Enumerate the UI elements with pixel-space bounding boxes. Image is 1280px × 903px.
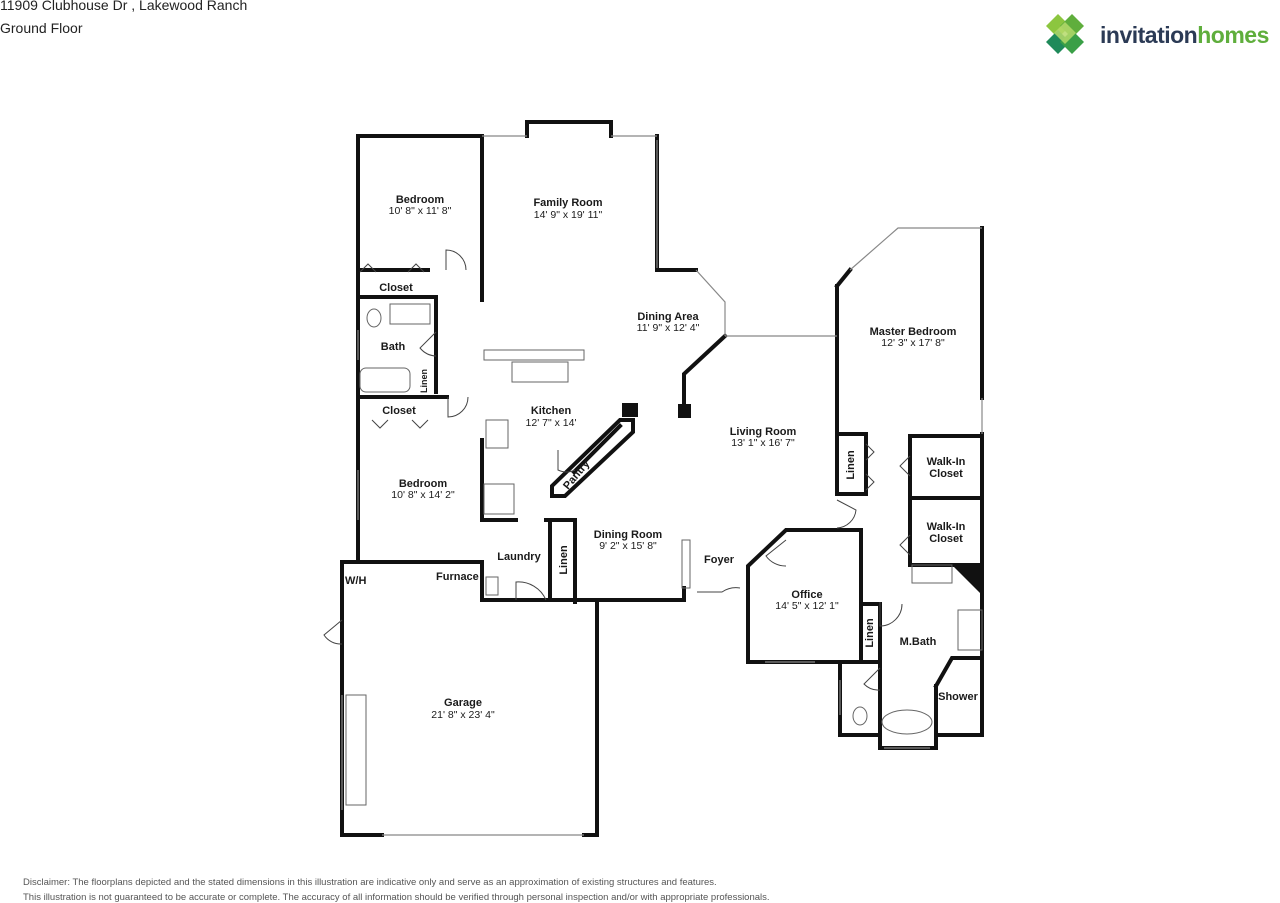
garage-shelf — [345, 694, 367, 806]
room-name: Foyer — [704, 554, 735, 566]
room-dims: 12' 3" x 17' 8" — [881, 337, 945, 349]
room-name: Master Bedroom — [870, 326, 957, 338]
room-name: Dining Area — [637, 311, 699, 323]
room-dims: 14' 5" x 12' 1" — [775, 600, 839, 612]
room-name: Living Room — [730, 426, 797, 438]
room-name: Furnace — [436, 571, 479, 583]
room-name: Office — [791, 589, 822, 601]
master-tub-icon — [881, 709, 933, 735]
doors — [323, 249, 911, 691]
room-name: Laundry — [497, 551, 541, 563]
room-labels: Bedroom 10' 8" x 11' 8" Family Room 14' … — [345, 194, 979, 721]
room-dims: 14' 9" x 19' 11" — [534, 209, 603, 221]
room-name: Linen — [864, 618, 876, 648]
room-dims: 11' 9" x 12' 4" — [637, 322, 700, 334]
fixtures — [345, 303, 983, 806]
room-dims: 9' 2" x 15' 8" — [599, 540, 657, 552]
floor-label: Ground Floor — [0, 20, 83, 36]
room-name: M.Bath — [900, 636, 937, 648]
room-name: Dining Room — [594, 529, 663, 541]
master-vanity-icon — [911, 564, 953, 584]
room-name: Bedroom — [399, 478, 448, 490]
property-address: 11909 Clubhouse Dr , Lakewood Ranch — [0, 0, 248, 13]
room-name: Bedroom — [396, 194, 445, 206]
room-name: Bath — [381, 341, 406, 353]
disclaimer-line-2: This illustration is not guaranteed to b… — [23, 892, 770, 903]
fridge-icon — [483, 483, 515, 515]
room-name: W/H — [345, 575, 366, 587]
room-name: Family Room — [533, 197, 602, 209]
logo-word-invitation: invitation — [1100, 22, 1198, 48]
room-dims: 10' 8" x 14' 2" — [391, 489, 455, 501]
vanity-icon — [389, 303, 431, 325]
room-name: Closet — [929, 468, 963, 480]
disclaimer-line-1: Disclaimer: The floorplans depicted and … — [23, 877, 717, 888]
logo-wordmark: invitationhomes — [1100, 22, 1269, 49]
room-name: Walk-In — [927, 456, 966, 468]
room-name: Linen — [558, 545, 570, 575]
room-name: Garage — [444, 697, 482, 709]
room-name: Shower — [938, 691, 978, 703]
master-toilet-icon — [852, 706, 868, 726]
laundry-sink-icon — [485, 576, 499, 596]
room-name: Kitchen — [531, 405, 572, 417]
room-dims: 10' 8" x 11' 8" — [389, 205, 452, 217]
room-dims: 12' 7" x 14' — [526, 417, 577, 429]
invitation-homes-logo: invitationhomes — [1044, 12, 1280, 60]
room-name: Closet — [382, 405, 416, 417]
shower-corner — [952, 565, 982, 595]
room-name: Linen — [419, 369, 429, 393]
room-name: Closet — [379, 282, 413, 294]
foyer-column — [681, 539, 691, 589]
room-name: Linen — [845, 450, 857, 480]
room-dims: 13' 1" x 16' 7" — [731, 437, 795, 449]
master-vanity2-icon — [957, 609, 983, 651]
bathtub-icon — [359, 367, 411, 393]
room-name: Closet — [929, 533, 963, 545]
room-dims: 21' 8" x 23' 4" — [431, 709, 495, 721]
stove-icon — [485, 419, 509, 449]
kitchen-sink-icon — [511, 361, 569, 383]
room-name: Walk-In — [927, 521, 966, 533]
logo-mark-icon — [1046, 14, 1084, 54]
logo-word-homes: homes — [1197, 22, 1269, 48]
windows — [341, 135, 983, 836]
toilet-icon — [366, 308, 382, 328]
counter — [483, 349, 585, 361]
